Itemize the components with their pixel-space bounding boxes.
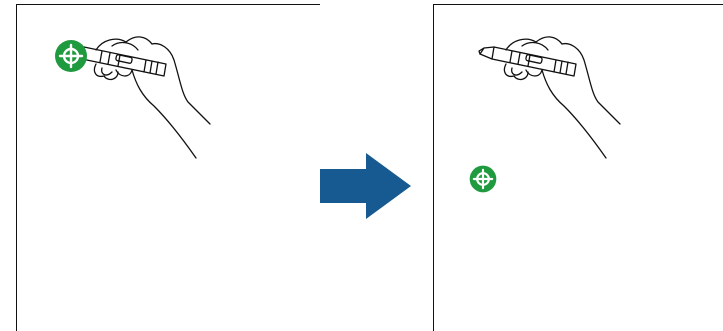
right-arrow-icon: [318, 152, 413, 220]
crosshair-target-icon: [53, 38, 89, 74]
crosshair-target-icon: [468, 164, 498, 194]
hand-holding-pen-icon: [460, 20, 635, 170]
